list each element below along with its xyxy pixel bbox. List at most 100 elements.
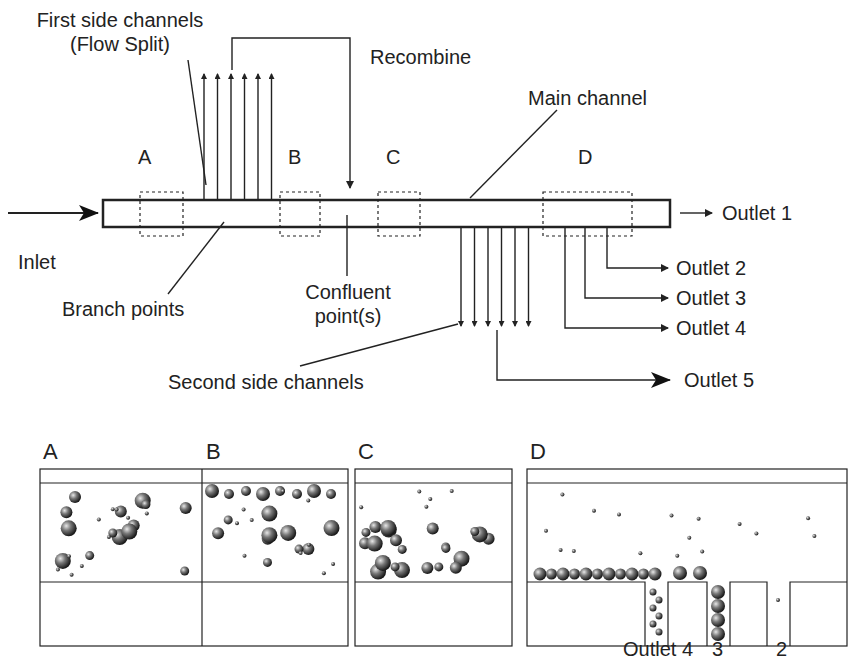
particle xyxy=(126,516,130,520)
particle xyxy=(212,527,224,539)
particle xyxy=(224,515,233,524)
particle xyxy=(693,566,707,580)
particle xyxy=(687,536,691,540)
particle xyxy=(275,486,285,496)
particle xyxy=(650,605,657,612)
particle xyxy=(243,554,247,558)
particle xyxy=(375,555,391,571)
particle xyxy=(754,532,758,536)
particle xyxy=(617,512,621,516)
particle xyxy=(700,550,704,554)
label: Outlet 3 xyxy=(676,286,746,310)
particle xyxy=(615,569,626,580)
particle xyxy=(115,508,119,512)
particle xyxy=(638,551,642,555)
particle xyxy=(224,489,234,499)
particle xyxy=(292,489,302,499)
particle xyxy=(70,573,74,577)
label: Branch points xyxy=(62,297,184,321)
side-channel xyxy=(460,228,461,326)
side-channel xyxy=(244,74,245,199)
particle xyxy=(69,491,81,503)
particle xyxy=(324,520,340,536)
label: First side channels (Flow Split) xyxy=(15,8,225,56)
particle xyxy=(380,520,396,536)
particle xyxy=(711,599,725,613)
particle xyxy=(261,527,277,543)
particle xyxy=(626,568,639,581)
side-channel xyxy=(217,74,218,199)
particle xyxy=(121,524,137,540)
particle xyxy=(55,553,71,569)
particle xyxy=(107,535,111,539)
particle xyxy=(776,598,780,602)
particle xyxy=(367,536,383,552)
particle xyxy=(557,568,570,581)
particle xyxy=(572,549,576,553)
side-channel xyxy=(528,228,529,326)
region-letter: D xyxy=(578,145,592,169)
particle xyxy=(362,528,371,537)
particle xyxy=(424,505,428,509)
particle xyxy=(675,554,679,558)
label: Outlet 2 xyxy=(676,256,746,280)
particle xyxy=(649,568,662,581)
side-channel xyxy=(501,228,502,326)
particle xyxy=(141,500,150,509)
label: Outlet 5 xyxy=(684,368,754,392)
particle xyxy=(428,497,432,501)
particle xyxy=(80,564,84,568)
particle xyxy=(135,493,151,509)
label: 2 xyxy=(776,637,787,661)
region-letter: A xyxy=(138,145,151,169)
particle xyxy=(359,505,363,509)
particle xyxy=(331,562,335,566)
region-letter: B xyxy=(288,145,301,169)
particle xyxy=(250,518,254,522)
particle xyxy=(205,484,219,498)
particle xyxy=(441,544,450,553)
particle xyxy=(180,567,189,576)
particle xyxy=(85,551,94,560)
particle xyxy=(544,529,548,533)
particle xyxy=(592,569,603,580)
particle xyxy=(450,562,462,574)
label: Recombine xyxy=(370,45,471,69)
particle xyxy=(670,514,674,518)
side-channel xyxy=(257,74,258,199)
particle xyxy=(307,484,321,498)
particle xyxy=(281,489,285,493)
particle xyxy=(650,589,657,596)
particle xyxy=(242,508,246,512)
particle xyxy=(417,490,421,494)
particle xyxy=(560,493,564,497)
particle xyxy=(546,569,557,580)
particle xyxy=(450,489,454,493)
label: Main channel xyxy=(528,86,647,110)
particle xyxy=(56,568,60,572)
particle xyxy=(256,487,270,501)
particle xyxy=(145,511,149,515)
particle xyxy=(534,568,547,581)
particle xyxy=(697,517,701,521)
side-channel xyxy=(271,74,272,199)
particle xyxy=(302,543,314,555)
particle xyxy=(115,506,127,518)
particle xyxy=(812,534,816,538)
label: 3 xyxy=(712,637,723,661)
particle xyxy=(427,523,439,535)
region-letter: C xyxy=(386,145,400,169)
particle xyxy=(738,522,742,526)
panel-letter: D xyxy=(530,440,546,464)
particle xyxy=(263,558,272,567)
side-channel xyxy=(514,228,515,326)
particle xyxy=(673,566,687,580)
particle xyxy=(656,629,663,636)
panel-letter: C xyxy=(358,440,374,464)
particle xyxy=(306,499,310,503)
particle xyxy=(559,548,563,552)
side-channel xyxy=(230,74,231,199)
particle xyxy=(391,562,400,571)
label: Outlet 1 xyxy=(722,201,792,225)
